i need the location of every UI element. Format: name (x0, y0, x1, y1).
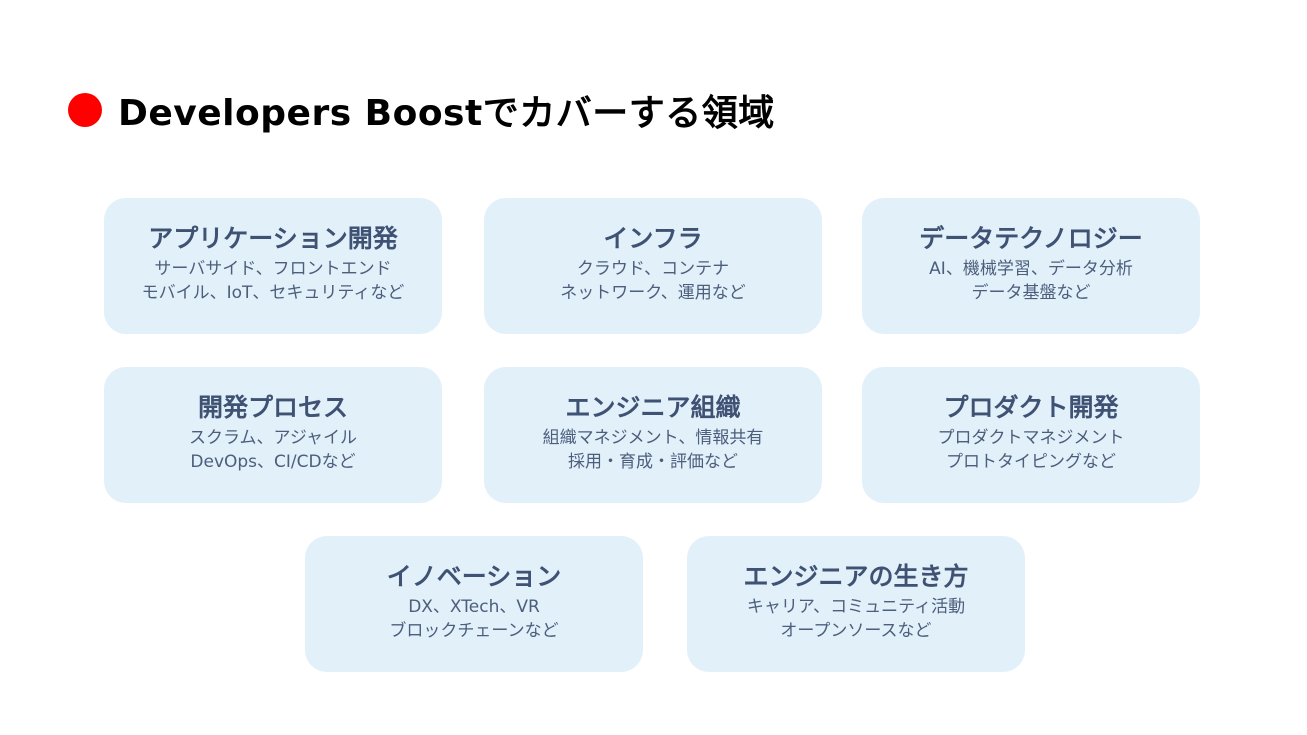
card-infrastructure: インフラ クラウド、コンテナ ネットワーク、運用など (484, 198, 822, 334)
card-line: オープンソースなど (780, 620, 932, 641)
card-title: プロダクト開発 (943, 392, 1119, 422)
card-title: 開発プロセス (197, 392, 348, 422)
card-product-development: プロダクト開発 プロダクトマネジメント プロトタイピングなど (862, 367, 1200, 503)
card-engineering-organization: エンジニア組織 組織マネジメント、情報共有 採用・育成・評価など (484, 367, 822, 503)
card-line: DevOps、CI/CDなど (190, 451, 356, 472)
card-line: ブロックチェーンなど (389, 620, 559, 641)
card-title: データテクノロジー (919, 223, 1143, 253)
red-bullet-icon (68, 93, 102, 127)
card-engineer-way-of-life: エンジニアの生き方 キャリア、コミュニティ活動 オープンソースなど (687, 536, 1025, 672)
card-line: AI、機械学習、データ分析 (929, 258, 1133, 279)
card-line: サーバサイド、フロントエンド (154, 258, 392, 279)
card-title: アプリケーション開発 (148, 223, 398, 253)
card-line: 採用・育成・評価など (568, 451, 738, 472)
card-line: モバイル、IoT、セキュリティなど (141, 282, 405, 303)
card-line: キャリア、コミュニティ活動 (746, 596, 966, 617)
card-line: スクラム、アジャイル (189, 427, 357, 448)
card-line: クラウド、コンテナ (576, 258, 730, 279)
card-innovation: イノベーション DX、XTech、VR ブロックチェーンなど (305, 536, 643, 672)
card-title: エンジニアの生き方 (743, 561, 969, 591)
card-line: プロダクトマネジメント (937, 427, 1125, 448)
card-title: イノベーション (386, 561, 562, 591)
card-line: DX、XTech、VR (408, 596, 540, 617)
slide-header: Developers Boostでカバーする領域 (68, 86, 775, 134)
card-line: 組織マネジメント、情報共有 (542, 427, 764, 448)
card-title: エンジニア組織 (565, 392, 741, 422)
card-line: プロトタイピングなど (946, 451, 1116, 472)
card-development-process: 開発プロセス スクラム、アジャイル DevOps、CI/CDなど (104, 367, 442, 503)
slide-title: Developers Boostでカバーする領域 (118, 93, 775, 134)
card-application-development: アプリケーション開発 サーバサイド、フロントエンド モバイル、IoT、セキュリテ… (104, 198, 442, 334)
card-line: データ基盤など (971, 282, 1091, 303)
card-line: ネットワーク、運用など (560, 282, 746, 303)
card-data-technology: データテクノロジー AI、機械学習、データ分析 データ基盤など (862, 198, 1200, 334)
card-title: インフラ (603, 223, 703, 253)
